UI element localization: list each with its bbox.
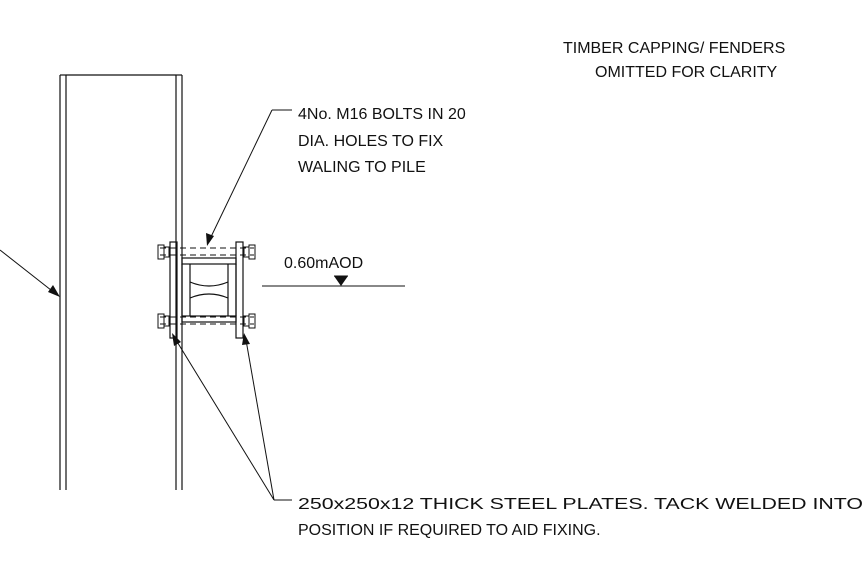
pile-leader — [0, 249, 60, 297]
water-level-label: 0.60mAOD — [284, 255, 363, 272]
bolts-note-line2: DIA. HOLES TO FIX — [298, 133, 444, 150]
capping-note-line1: TIMBER CAPPING/ FENDERS — [563, 40, 785, 57]
water-level-marker — [262, 275, 405, 287]
waling-beam — [181, 257, 237, 323]
plates-note-line2: POSITION IF REQUIRED TO AID FIXING. — [298, 522, 601, 539]
plates-leader — [172, 333, 292, 501]
bolts-note-line1: 4No. M16 BOLTS IN 20 — [298, 106, 466, 123]
bolts-note-line3: WALING TO PILE — [298, 159, 426, 176]
capping-note-line2: OMITTED FOR CLARITY — [595, 64, 778, 81]
pile — [59, 74, 183, 490]
bolts — [157, 244, 256, 329]
bolts-leader — [206, 109, 292, 246]
plates-note-line1: 250x250x12 THICK STEEL PLATES. TACK WELD… — [298, 496, 863, 513]
